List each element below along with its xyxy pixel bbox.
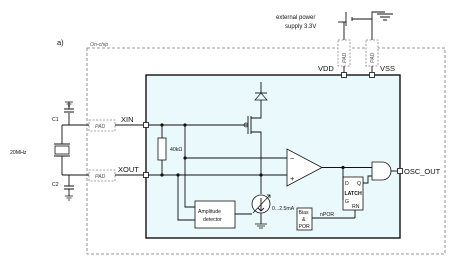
external-crystal-network: 20MHz C1 C2: [10, 101, 89, 201]
power-label-line1: external power: [276, 15, 315, 21]
latch-g: G: [345, 199, 349, 205]
pad-xin-label: PAD: [95, 124, 106, 130]
power-supply: external power supply 3.3V: [276, 11, 393, 40]
resistor-label: 40kΩ: [170, 147, 182, 153]
pad-vss-label: PAD: [370, 52, 376, 63]
current-source-label: 0...2.5mA: [272, 206, 295, 212]
power-label-line2: supply 3.3V: [285, 24, 316, 30]
pmos-transistor: [243, 104, 262, 175]
pin-vdd: [341, 72, 347, 78]
pin-xout: [143, 172, 149, 178]
xin-label: XIN: [121, 115, 134, 124]
opamp-plus: +: [290, 174, 295, 183]
pad-xout-label: PAD: [95, 174, 106, 180]
cap-c2: [64, 185, 74, 190]
c2-label: C2: [52, 182, 59, 188]
crystal: [54, 145, 70, 155]
feedback-resistor: [157, 137, 167, 161]
pad-xin: [88, 119, 116, 132]
and-gate: [371, 161, 400, 181]
c1-label: C1: [52, 117, 59, 123]
core-block: [145, 74, 401, 239]
diode: [254, 82, 268, 104]
latch-label: LATCH: [345, 191, 362, 197]
opamp-minus: −: [290, 154, 295, 163]
comparator: − +: [286, 148, 372, 187]
npor-label: nPOR: [320, 212, 334, 218]
current-source: 0...2.5mA: [251, 175, 295, 229]
bias-por-block: [296, 207, 313, 231]
bias-line3: POR: [299, 224, 310, 230]
pin-osc-out: [397, 168, 403, 174]
latch-q: Q: [357, 181, 361, 187]
pad-xout: [88, 169, 116, 182]
vdd-label: VDD: [318, 64, 334, 73]
onchip-label: On-chip: [90, 42, 108, 48]
bias-line2: &: [302, 217, 306, 223]
amp-det-line1: Amplitude: [198, 209, 221, 215]
pad-vdd-label: PAD: [342, 52, 348, 63]
amp-det-line2: detector: [203, 217, 222, 223]
latch-rn: RN: [352, 204, 360, 210]
bias-line1: Bias: [299, 210, 309, 216]
crystal-label: 20MHz: [10, 150, 27, 156]
onchip-boundary: [86, 47, 446, 255]
amplitude-detector: [194, 200, 236, 229]
pin-xin: [143, 122, 149, 128]
panel-label: a): [57, 38, 64, 47]
osc-out-label: OSC_OUT: [404, 167, 441, 176]
pin-vss: [369, 72, 375, 78]
latch-d: D: [345, 181, 349, 187]
vss-label: VSS: [380, 64, 395, 73]
xout-label: XOUT: [118, 165, 139, 174]
cap-c1: [64, 108, 74, 113]
